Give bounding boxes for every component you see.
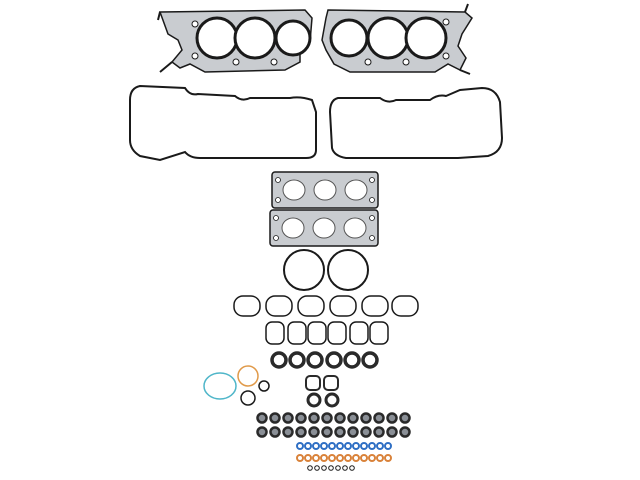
valve-stem-seal <box>347 412 359 424</box>
valve-stem-seal <box>386 412 398 424</box>
valve-stem-seal <box>256 412 268 424</box>
injector-seal-orange <box>312 454 320 462</box>
injector-seal-orange <box>352 454 360 462</box>
intake-port-gaskets-row-1 <box>233 295 419 317</box>
tiny-o-ring <box>335 465 341 471</box>
valve-stem-seals-row-1 <box>256 412 411 424</box>
valve-stem-seal <box>399 412 411 424</box>
round-seals-center <box>306 392 340 408</box>
valve-stem-seal <box>334 426 346 438</box>
injector-seal-blue <box>328 442 336 450</box>
valve-stem-seal <box>321 412 333 424</box>
valve-stem-seal <box>282 426 294 438</box>
valve-stem-seal <box>282 412 294 424</box>
small-o-ring-a <box>258 380 270 392</box>
injector-seal-blue <box>352 442 360 450</box>
tiny-o-ring <box>349 465 355 471</box>
tiny-o-rings <box>307 465 355 471</box>
valve-stem-seal <box>360 412 372 424</box>
valve-stem-seal <box>269 412 281 424</box>
injector-seal-blue <box>368 442 376 450</box>
injector-seal-blue <box>384 442 392 450</box>
valve-stem-seal <box>269 426 281 438</box>
injector-seal-blue <box>344 442 352 450</box>
tiny-o-ring <box>307 465 313 471</box>
tiny-o-ring <box>321 465 327 471</box>
tiny-o-ring <box>314 465 320 471</box>
valve-stem-seals-row-2 <box>256 426 411 438</box>
intake-port-gaskets-row-2 <box>265 321 389 345</box>
injector-seal-orange <box>360 454 368 462</box>
valve-stem-seal <box>360 426 372 438</box>
valve-stem-seal <box>386 426 398 438</box>
throttle-body-o-ring-left <box>283 249 325 291</box>
valve-stem-seal <box>347 426 359 438</box>
fuel-injector-seals-orange <box>296 454 392 462</box>
square-seals <box>305 375 339 391</box>
valve-cover-gasket-left <box>129 84 317 162</box>
injector-seal-orange <box>344 454 352 462</box>
injector-seal-blue <box>296 442 304 450</box>
valve-stem-seal <box>295 412 307 424</box>
throttle-body-o-ring-right <box>327 249 369 291</box>
injector-seal-blue <box>320 442 328 450</box>
valve-stem-seal <box>295 426 307 438</box>
injector-seal-orange <box>384 454 392 462</box>
valve-stem-seal <box>334 412 346 424</box>
injector-seal-orange <box>328 454 336 462</box>
injector-seal-orange <box>296 454 304 462</box>
valve-stem-seal <box>256 426 268 438</box>
injector-seal-blue <box>360 442 368 450</box>
valve-stem-seal <box>399 426 411 438</box>
tube-seals-row <box>270 351 379 369</box>
valve-stem-seal <box>373 426 385 438</box>
injector-seal-orange <box>320 454 328 462</box>
tiny-o-ring <box>342 465 348 471</box>
head-gasket-right <box>321 3 473 75</box>
valve-stem-seal <box>308 412 320 424</box>
injector-seal-blue <box>336 442 344 450</box>
tiny-o-ring <box>328 465 334 471</box>
injector-seal-orange <box>336 454 344 462</box>
valve-cover-gasket-right <box>328 86 504 159</box>
injector-seal-blue <box>312 442 320 450</box>
valve-stem-seal <box>373 412 385 424</box>
injector-seal-blue <box>376 442 384 450</box>
valve-stem-seal <box>321 426 333 438</box>
injector-seal-blue <box>304 442 312 450</box>
exhaust-manifold-gasket-lower <box>269 209 379 247</box>
orange-o-ring <box>237 365 259 387</box>
injector-seal-orange <box>304 454 312 462</box>
exhaust-manifold-gasket-upper <box>271 171 379 209</box>
head-gasket-left <box>157 9 313 73</box>
cyan-o-ring <box>203 372 237 400</box>
injector-seal-orange <box>376 454 384 462</box>
small-o-ring-b <box>240 390 256 406</box>
injector-seal-orange <box>368 454 376 462</box>
valve-stem-seal <box>308 426 320 438</box>
fuel-injector-seals-blue <box>296 442 392 450</box>
